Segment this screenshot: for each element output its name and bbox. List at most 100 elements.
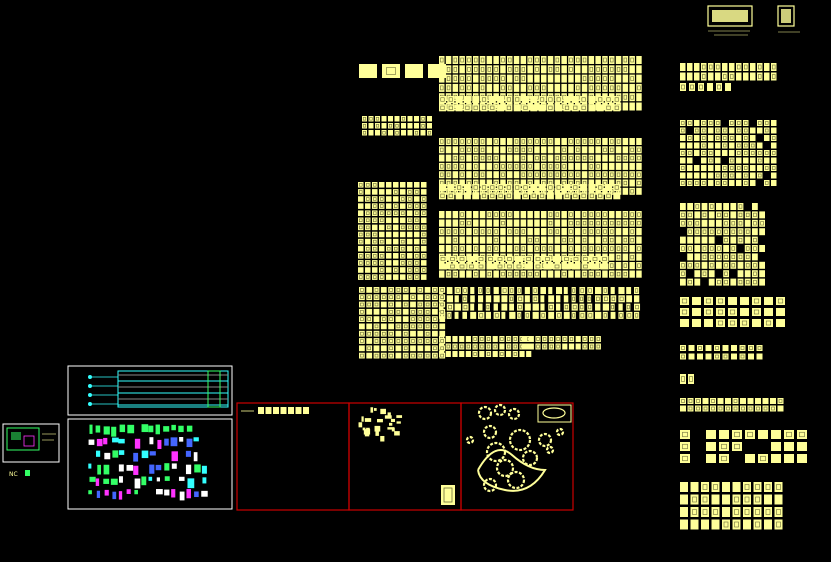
cad-block[interactable]: [439, 263, 447, 270]
frame-2-content[interactable]: [358, 407, 455, 505]
cad-block[interactable]: [358, 196, 364, 202]
cad-block[interactable]: [410, 301, 416, 308]
cad-block[interactable]: [715, 120, 721, 126]
cad-block[interactable]: [479, 74, 486, 83]
cad-block[interactable]: [705, 353, 712, 360]
cad-block[interactable]: [534, 154, 540, 162]
cad-block[interactable]: [513, 171, 520, 179]
cad-block[interactable]: [596, 192, 604, 200]
cad-block[interactable]: [680, 211, 686, 219]
cad-block[interactable]: [386, 203, 392, 209]
cad-block[interactable]: [595, 287, 602, 294]
cad-block[interactable]: [414, 217, 420, 224]
cad-block[interactable]: [366, 287, 373, 293]
cad-block[interactable]: [764, 72, 770, 81]
cad-block[interactable]: [737, 270, 744, 278]
cad-block[interactable]: [394, 123, 400, 129]
cad-block[interactable]: [439, 270, 445, 278]
cad-block[interactable]: [764, 63, 770, 71]
cad-block[interactable]: [401, 130, 406, 136]
cad-block[interactable]: [365, 274, 371, 280]
cad-block[interactable]: [618, 295, 625, 303]
cad-block[interactable]: [432, 352, 438, 359]
furniture-icon[interactable]: [156, 489, 163, 495]
cad-block[interactable]: [715, 63, 721, 71]
cad-block[interactable]: [452, 93, 459, 102]
cad-block[interactable]: [365, 245, 371, 252]
cad-block[interactable]: [687, 157, 693, 164]
cad-block[interactable]: [764, 297, 773, 305]
title-block-1[interactable]: [707, 5, 753, 27]
furniture-icon[interactable]: [104, 489, 109, 496]
cad-block[interactable]: [379, 203, 385, 209]
cad-block[interactable]: [776, 297, 785, 305]
cad-block[interactable]: [402, 352, 409, 359]
cad-block[interactable]: [722, 72, 728, 81]
cad-block[interactable]: [400, 274, 406, 280]
cad-block[interactable]: [758, 454, 768, 463]
cad-block[interactable]: [410, 330, 416, 337]
cad-block[interactable]: [445, 146, 452, 154]
cad-block[interactable]: [439, 187, 445, 195]
cad-block[interactable]: [609, 270, 615, 278]
cad-block[interactable]: [743, 165, 749, 171]
cad-block[interactable]: [421, 238, 427, 245]
cad-block[interactable]: [534, 83, 540, 92]
cad-block[interactable]: [366, 308, 373, 315]
furniture-icon[interactable]: [187, 478, 195, 489]
cad-block[interactable]: [526, 336, 532, 342]
cad-block[interactable]: [493, 138, 499, 145]
furniture-icon[interactable]: [141, 476, 147, 486]
cad-block[interactable]: [400, 196, 406, 202]
cad-block[interactable]: [358, 253, 364, 259]
cad-block[interactable]: [417, 338, 424, 344]
cad-block[interactable]: [555, 336, 561, 342]
cad-block[interactable]: [752, 211, 758, 219]
cad-block[interactable]: [427, 130, 432, 136]
furniture-icon[interactable]: [88, 490, 92, 495]
cad-block[interactable]: [588, 228, 595, 236]
cad-block[interactable]: [507, 228, 513, 236]
cad-block[interactable]: [561, 154, 567, 162]
furniture-icon[interactable]: [171, 463, 177, 469]
cad-block[interactable]: [479, 138, 486, 145]
cad-block[interactable]: [520, 162, 527, 170]
cad-block[interactable]: [587, 295, 592, 303]
cad-block[interactable]: [505, 96, 513, 103]
cad-block[interactable]: [708, 165, 714, 171]
cad-block[interactable]: [613, 184, 621, 191]
cad-block[interactable]: [358, 245, 364, 252]
cad-block[interactable]: [581, 65, 588, 74]
cad-block[interactable]: [680, 142, 686, 149]
cad-block[interactable]: [395, 287, 402, 293]
cad-block[interactable]: [479, 228, 486, 236]
cad-block[interactable]: [554, 154, 561, 162]
cad-block[interactable]: [609, 154, 615, 162]
cad-block[interactable]: [563, 303, 570, 311]
cad-block[interactable]: [694, 180, 700, 186]
cad-block[interactable]: [687, 72, 693, 81]
cad-block[interactable]: [507, 179, 513, 187]
cad-block[interactable]: [507, 219, 513, 227]
cad-block[interactable]: [602, 146, 608, 154]
cad-block[interactable]: [375, 123, 380, 129]
cad-block[interactable]: [527, 211, 533, 219]
cad-block[interactable]: [463, 104, 471, 112]
cad-block[interactable]: [507, 56, 513, 64]
furniture-icon[interactable]: [133, 465, 139, 475]
cad-block[interactable]: [554, 236, 561, 244]
cad-block[interactable]: [572, 263, 580, 270]
cad-block[interactable]: [692, 308, 701, 316]
cad-block[interactable]: [602, 295, 610, 303]
cad-block[interactable]: [581, 162, 588, 170]
cad-block[interactable]: [478, 303, 483, 311]
floor-plan[interactable]: [6, 427, 56, 476]
block-grid-r2[interactable]: [680, 120, 777, 186]
cad-block[interactable]: [764, 120, 770, 126]
cad-block[interactable]: [744, 228, 751, 236]
cad-block[interactable]: [366, 338, 373, 344]
cad-block[interactable]: [719, 442, 729, 451]
cad-block[interactable]: [379, 245, 385, 252]
cad-block[interactable]: [615, 56, 622, 64]
block-grid-g1[interactable]: [359, 287, 446, 359]
